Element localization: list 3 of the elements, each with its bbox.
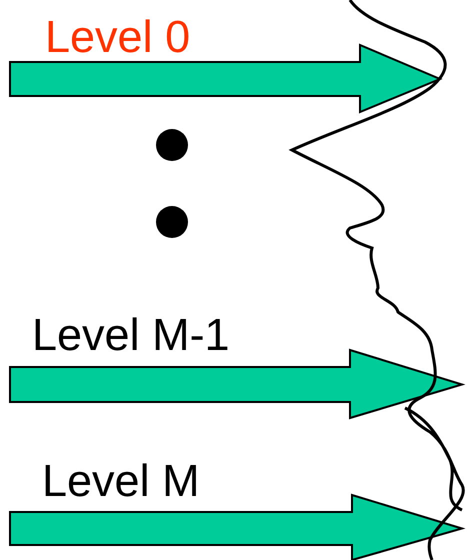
level-label: Level M bbox=[42, 458, 200, 503]
level-label: Level 0 bbox=[45, 14, 190, 59]
level-label: Level M-1 bbox=[32, 312, 230, 357]
